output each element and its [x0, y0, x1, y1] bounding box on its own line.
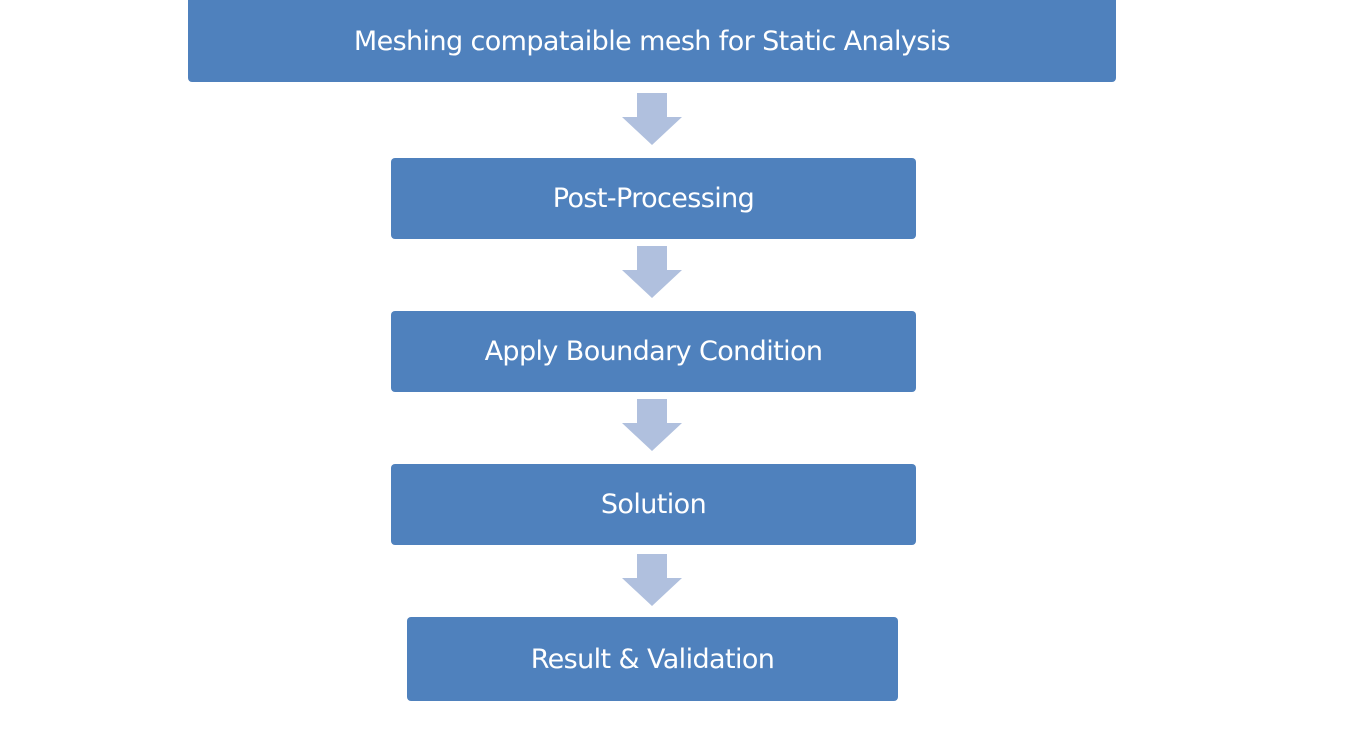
step-meshing-label: Meshing compataible mesh for Static Anal…: [353, 25, 951, 57]
step-result-validation-box: Result & Validation: [407, 617, 898, 701]
arrow-down-icon: [622, 554, 682, 606]
step-boundary-condition-box: Apply Boundary Condition: [391, 311, 916, 392]
step-boundary-condition-label: Apply Boundary Condition: [484, 336, 823, 367]
step-post-processing-label: Post-Processing: [552, 183, 755, 214]
arrow-down-icon: [622, 93, 682, 145]
step-solution-box: Solution: [391, 464, 916, 545]
step-solution-label: Solution: [600, 489, 707, 520]
step-post-processing-box: Post-Processing: [391, 158, 916, 239]
arrow-down-icon: [622, 399, 682, 451]
arrow-down-icon: [622, 246, 682, 298]
step-meshing-box: Meshing compataible mesh for Static Anal…: [188, 0, 1116, 82]
step-result-validation-label: Result & Validation: [530, 643, 775, 675]
